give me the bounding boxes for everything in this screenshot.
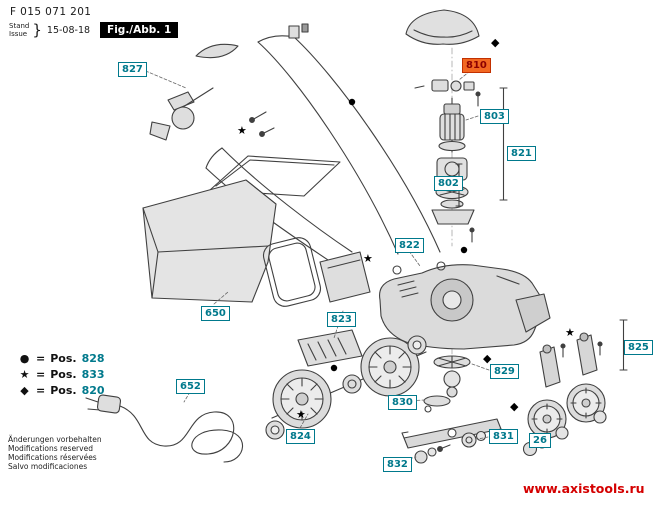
part-label-827: 827 [118,62,147,77]
part-label-832: 832 [383,457,412,472]
part-label-802: 802 [434,176,463,191]
note-es: Salvo modificaciones [8,462,88,471]
pos-label: Pos. [50,368,77,381]
part-label-810-highlighted: 810 [462,58,491,73]
part-label-652: 652 [176,379,205,394]
wheel-hub-caps [265,335,427,440]
blade-holder [433,355,471,398]
part-label-26: 26 [529,433,551,448]
power-cable [85,394,244,463]
mower-deck [379,261,551,350]
part-label-830: 830 [388,395,417,410]
blade [401,418,504,449]
diamond-marker: ◆ [510,400,519,413]
star-marker: ★ [296,408,306,421]
grassbox [142,179,277,303]
website-watermark[interactable]: www.axistools.ru [523,481,645,496]
stand-issue-label: Stand Issue [9,22,29,38]
star-symbol: ★ [19,368,30,381]
blade-washers [461,430,487,448]
modification-notes: Änderungen vorbehalten Modifications res… [8,435,102,471]
issue-block: Stand Issue } 15-08-18 Fig./Abb. 1 [9,21,179,39]
note-de: Änderungen vorbehalten [8,435,102,444]
part-label-821: 821 [507,146,536,161]
part-label-825: 825 [624,340,653,355]
part-label-650: 650 [201,306,230,321]
gasket-seal [262,237,322,307]
equals-sign: = [36,352,46,365]
stand-label: Stand [9,22,30,30]
rear-wheel-left [527,399,569,440]
part-label-803: 803 [480,109,509,124]
issue-date: 15-08-18 [46,24,91,36]
motor-mount [431,209,475,225]
legend-item-820: ◆ = Pos. 820 [18,384,105,397]
equals-sign: = [36,384,46,397]
grassbox-frame [209,155,341,197]
blade-bolt [414,444,451,464]
part-label-822: 822 [395,238,424,253]
screw-fasteners [249,91,603,358]
bracket-825 [619,319,628,371]
diamond-symbol: ◆ [20,384,29,397]
part-label-829: 829 [490,364,519,379]
star-marker: ★ [565,326,575,339]
note-en: Modifications reserved [8,444,93,453]
dot-markers [330,98,468,372]
pos-label: Pos. [50,352,77,365]
rear-wheel-right [566,383,607,424]
legend-item-833: ★ = Pos. 833 [18,368,105,381]
part-label-824: 824 [286,429,315,444]
armature [438,97,466,153]
diamond-marker: ◆ [483,352,492,365]
front-wheel-left [272,369,332,429]
star-marker: ★ [237,124,247,137]
pos-label: Pos. [50,384,77,397]
vent-grille [297,329,363,367]
blade-adapter [423,395,451,413]
switch-parts [414,79,475,92]
symbol-legend: ● = Pos. 828 ★ = Pos. 833 ◆ = Pos. 820 [18,352,105,400]
star-marker: ★ [363,252,373,265]
brace-glyph: } [32,21,42,39]
part-label-831: 831 [489,429,518,444]
handle-grip-parts [149,23,309,141]
motor-cover [405,9,480,45]
figure-label: Fig./Abb. 1 [100,22,179,38]
pos-number: 828 [81,352,105,365]
switch-cable [182,87,214,108]
pos-number: 833 [81,368,105,381]
bracket-821 [499,87,508,201]
circle-symbol: ● [19,352,30,365]
front-wheel-right [360,337,420,397]
legend-item-828: ● = Pos. 828 [18,352,105,365]
part-label-823: 823 [327,312,356,327]
note-fr: Modifications réservées [8,453,97,462]
issue-label: Issue [9,30,28,38]
pos-number: 820 [81,384,105,397]
document-number: F 015 071 201 [10,6,92,18]
equals-sign: = [36,368,46,381]
diamond-marker: ◆ [491,36,500,49]
rear-flap [319,251,371,303]
height-levers [539,332,598,388]
